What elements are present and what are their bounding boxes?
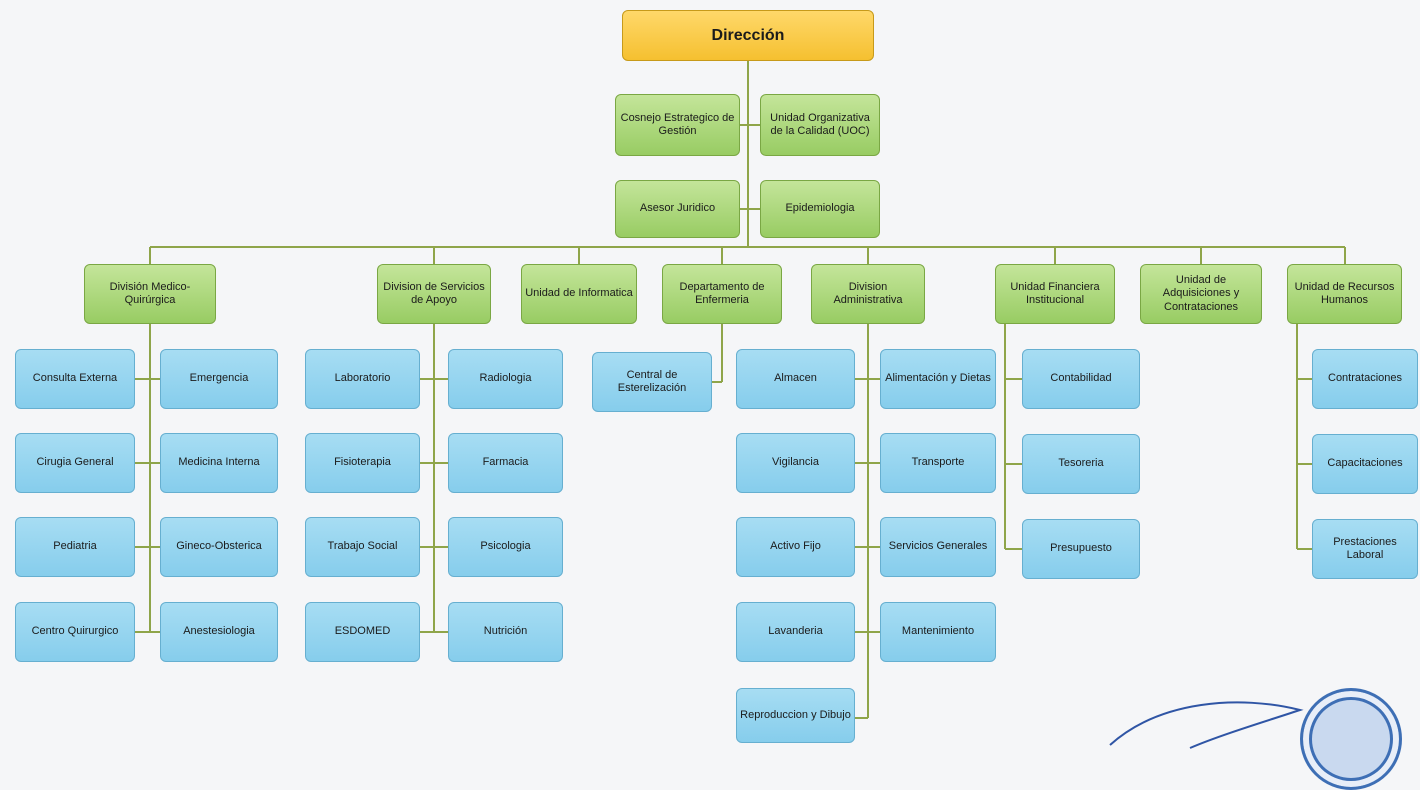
unidad-financiera: Unidad Financiera Institucional	[995, 264, 1115, 324]
uoc-box: Unidad Organizativa de la Calidad (UOC)	[760, 94, 880, 156]
unit-psicologia: Psicologia	[448, 517, 563, 577]
unit-vigilancia: Vigilancia	[736, 433, 855, 493]
unit-consulta-externa: Consulta Externa	[15, 349, 135, 409]
official-seal	[1300, 688, 1402, 790]
unit-activo-fijo: Activo Fijo	[736, 517, 855, 577]
unit-anestesiologia: Anestesiologia	[160, 602, 278, 662]
unit-esdomed: ESDOMED	[305, 602, 420, 662]
unit-prestaciones-laboral: Prestaciones Laboral	[1312, 519, 1418, 579]
unit-mantenimiento: Mantenimiento	[880, 602, 996, 662]
division-administrativa: Division Administrativa	[811, 264, 925, 324]
unit-contabilidad: Contabilidad	[1022, 349, 1140, 409]
unit-farmacia: Farmacia	[448, 433, 563, 493]
unit-pediatria: Pediatria	[15, 517, 135, 577]
unit-radiologia: Radiologia	[448, 349, 563, 409]
direccion-box: Dirección	[622, 10, 874, 61]
consejo-estrategico-box: Cosnejo Estrategico de Gestión	[615, 94, 740, 156]
unit-gineco-obsterica: Gineco-Obsterica	[160, 517, 278, 577]
division-servicios-apoyo: Division de Servicios de Apoyo	[377, 264, 491, 324]
unit-transporte: Transporte	[880, 433, 996, 493]
unit-fisioterapia: Fisioterapia	[305, 433, 420, 493]
unit-medicina-interna: Medicina Interna	[160, 433, 278, 493]
unit-laboratorio: Laboratorio	[305, 349, 420, 409]
asesor-juridico-box: Asesor Juridico	[615, 180, 740, 238]
unidad-adquisiciones: Unidad de Adquisiciones y Contrataciones	[1140, 264, 1262, 324]
unit-emergencia: Emergencia	[160, 349, 278, 409]
unit-central-esterelizacion: Central de Esterelización	[592, 352, 712, 412]
unit-alimentacion-dietas: Alimentación y Dietas	[880, 349, 996, 409]
unit-servicios-generales: Servicios Generales	[880, 517, 996, 577]
unit-almacen: Almacen	[736, 349, 855, 409]
unit-cirugia-general: Cirugia General	[15, 433, 135, 493]
unit-tesoreria: Tesoreria	[1022, 434, 1140, 494]
departamento-enfermeria: Departamento de Enfermeria	[662, 264, 782, 324]
signature-mark	[1109, 701, 1304, 749]
unit-centro-quirurgico: Centro Quirurgico	[15, 602, 135, 662]
unit-capacitaciones: Capacitaciones	[1312, 434, 1418, 494]
unit-trabajo-social: Trabajo Social	[305, 517, 420, 577]
unidad-recursos-humanos: Unidad de Recursos Humanos	[1287, 264, 1402, 324]
unit-presupuesto: Presupuesto	[1022, 519, 1140, 579]
unit-lavanderia: Lavanderia	[736, 602, 855, 662]
unidad-informatica: Unidad de Informatica	[521, 264, 637, 324]
epidemiologia-box: Epidemiologia	[760, 180, 880, 238]
division-medico-quirurgica: División Medico-Quirúrgica	[84, 264, 216, 324]
unit-reproduccion-dibujo: Reproduccion y Dibujo	[736, 688, 855, 743]
unit-contrataciones: Contrataciones	[1312, 349, 1418, 409]
connector-lines	[135, 61, 1346, 719]
unit-nutricion: Nutrición	[448, 602, 563, 662]
